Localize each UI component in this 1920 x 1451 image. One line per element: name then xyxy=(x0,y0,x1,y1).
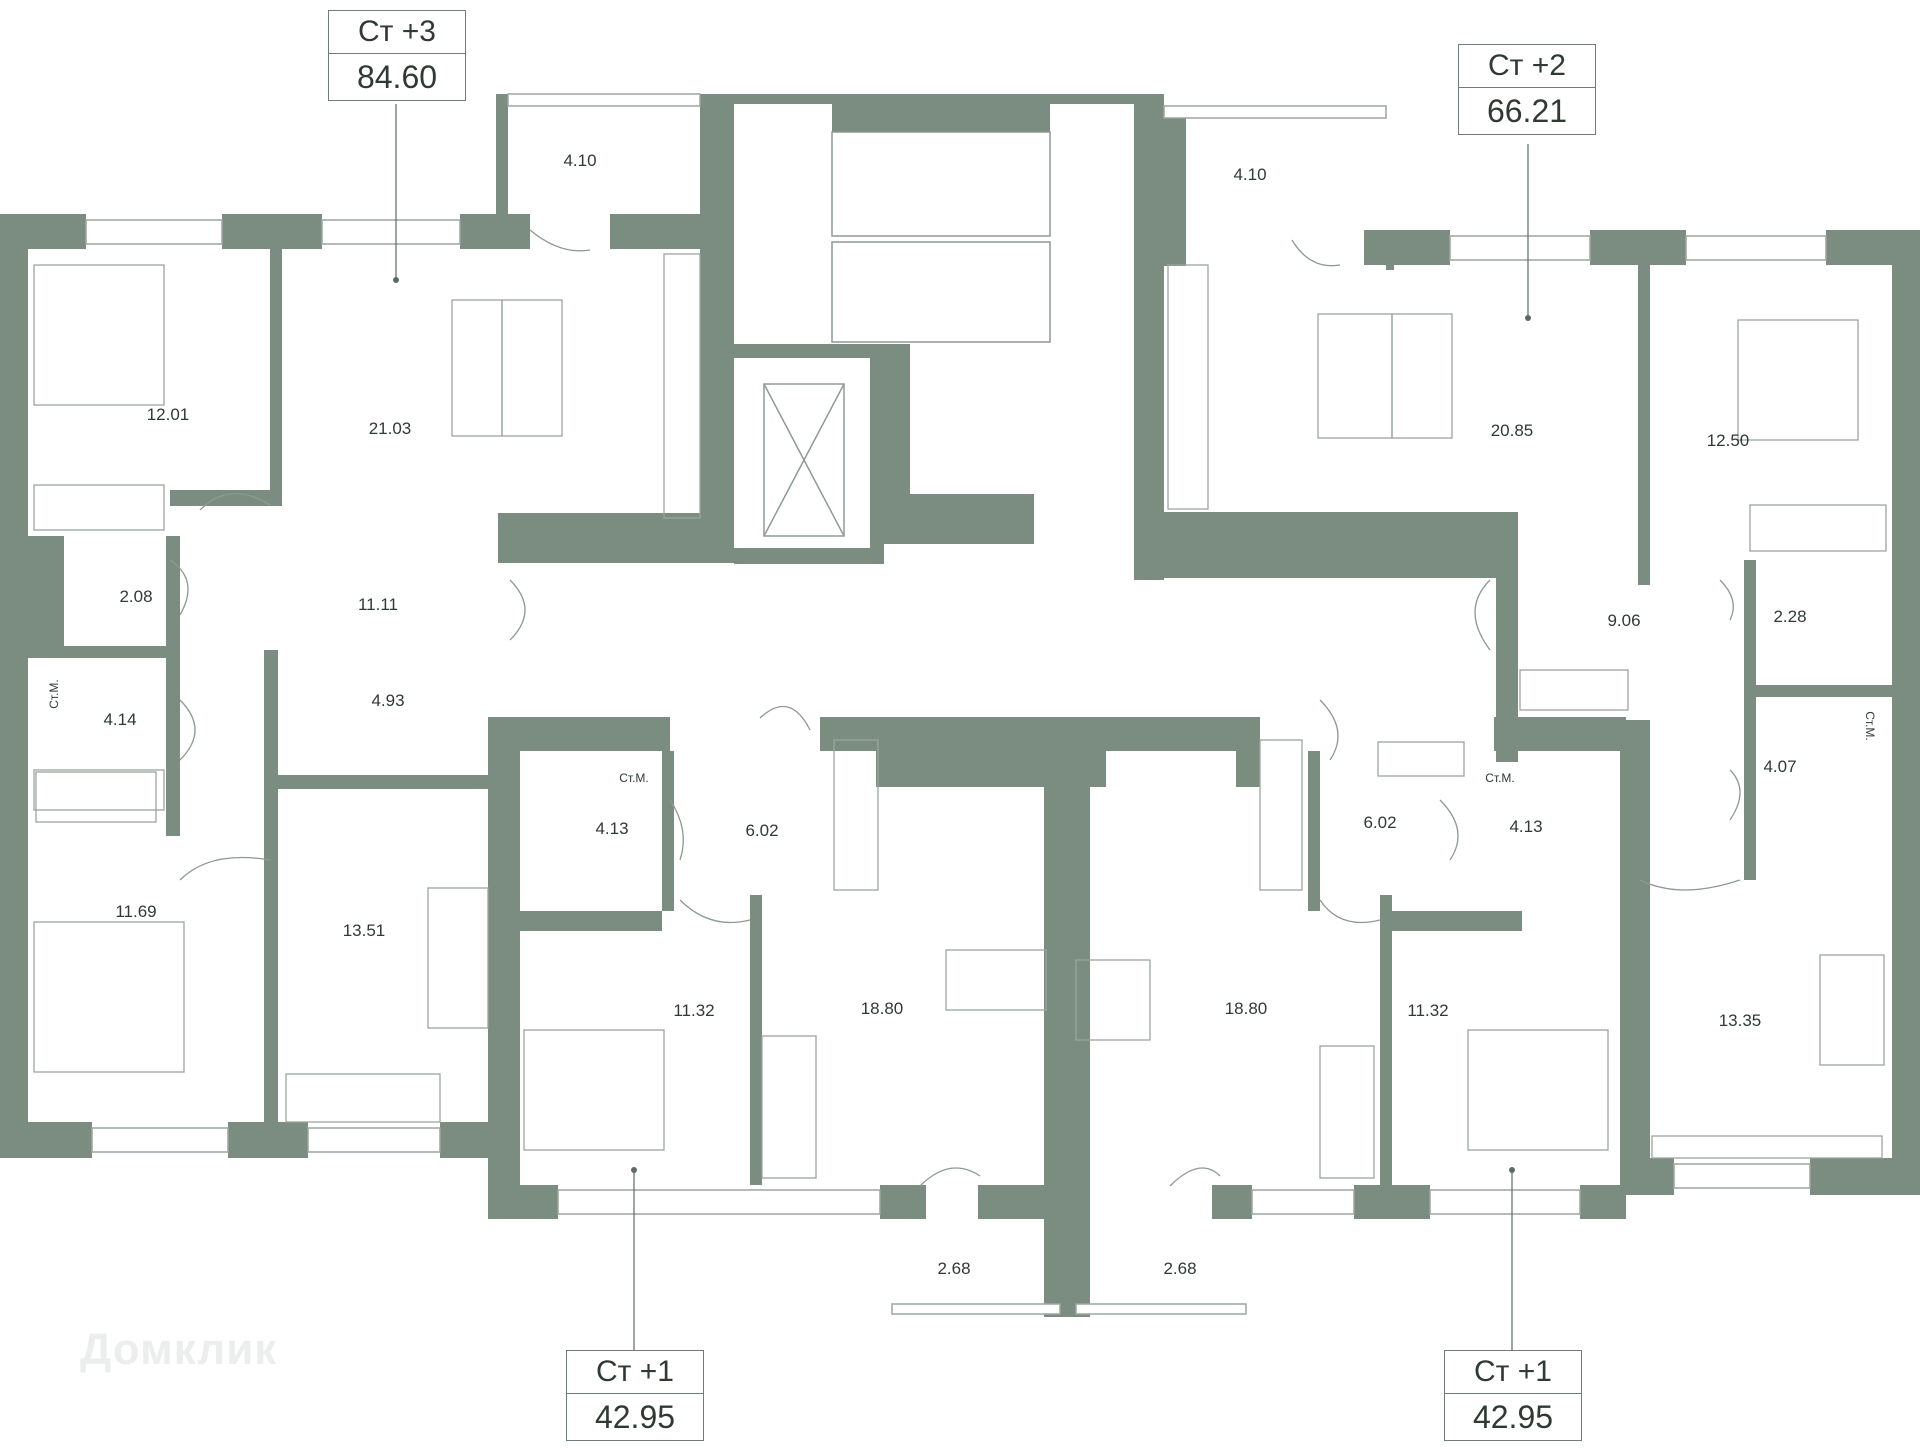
washer-labels: Ст.М. Ст.М. Ст.М. Ст.М. xyxy=(47,679,1877,785)
room-area: 20.85 xyxy=(1491,421,1534,440)
windows xyxy=(85,219,1827,1215)
apartment-area: 42.95 xyxy=(1472,1399,1554,1435)
room-labels: 4.10 12.01 21.03 2.08 11.11 4.14 4.93 11… xyxy=(103,151,1806,1278)
walls xyxy=(0,93,1920,1317)
doors xyxy=(169,229,1741,1187)
watermark: Домклик xyxy=(80,1325,278,1374)
room-area: 2.08 xyxy=(119,587,152,606)
apartment-type: Ст +1 xyxy=(567,1351,703,1394)
leaders xyxy=(393,104,1531,1350)
apartment-tag-bottom-left[interactable]: Ст +1 42.95 xyxy=(566,1350,704,1441)
apartment-tag-bottom-right[interactable]: Ст +1 42.95 xyxy=(1444,1350,1582,1441)
room-area: 12.01 xyxy=(147,405,190,424)
room-area: 11.32 xyxy=(1407,1001,1448,1020)
room-area: 2.68 xyxy=(937,1259,970,1278)
room-area: 18.80 xyxy=(861,999,904,1018)
room-area: 2.28 xyxy=(1773,607,1806,626)
room-area: 4.13 xyxy=(595,819,628,838)
room-area: 6.02 xyxy=(745,821,778,840)
apartment-area: 42.95 xyxy=(594,1399,676,1435)
apartment-type: Ст +2 xyxy=(1459,45,1595,88)
room-area: 12.50 xyxy=(1707,431,1750,450)
room-area: 21.03 xyxy=(369,419,412,438)
washer-label: Ст.М. xyxy=(1863,711,1877,741)
room-area: 6.02 xyxy=(1363,813,1396,832)
apartment-area: 66.21 xyxy=(1486,93,1568,129)
room-area: 13.35 xyxy=(1719,1011,1762,1030)
apartment-type: Ст +1 xyxy=(1445,1351,1581,1394)
room-area: 4.10 xyxy=(1233,165,1266,184)
room-area: 4.13 xyxy=(1509,817,1542,836)
furniture xyxy=(33,253,1887,1179)
room-area: 4.93 xyxy=(371,691,404,710)
apartment-tag-right-top[interactable]: Ст +2 66.21 xyxy=(1458,44,1596,135)
washer-label: Ст.М. xyxy=(47,679,61,709)
room-area: 11.32 xyxy=(673,1001,714,1020)
room-area: 18.80 xyxy=(1225,999,1268,1018)
apartment-type: Ст +3 xyxy=(329,11,465,54)
washer-label: Ст.М. xyxy=(619,771,649,785)
room-area: 13.51 xyxy=(343,921,386,940)
washer-label: Ст.М. xyxy=(1485,771,1515,785)
apartment-area: 84.60 xyxy=(356,59,438,95)
room-area: 11.11 xyxy=(358,595,398,614)
room-area: 4.07 xyxy=(1763,757,1796,776)
room-area: 11.69 xyxy=(115,902,156,921)
stairs xyxy=(831,104,1051,343)
room-area: 9.06 xyxy=(1607,611,1640,630)
lift xyxy=(763,383,845,537)
room-area: 4.14 xyxy=(103,710,136,729)
apartment-tag-left-top[interactable]: Ст +3 84.60 xyxy=(328,10,466,101)
room-area: 2.68 xyxy=(1163,1259,1196,1278)
room-area: 4.10 xyxy=(563,151,596,170)
